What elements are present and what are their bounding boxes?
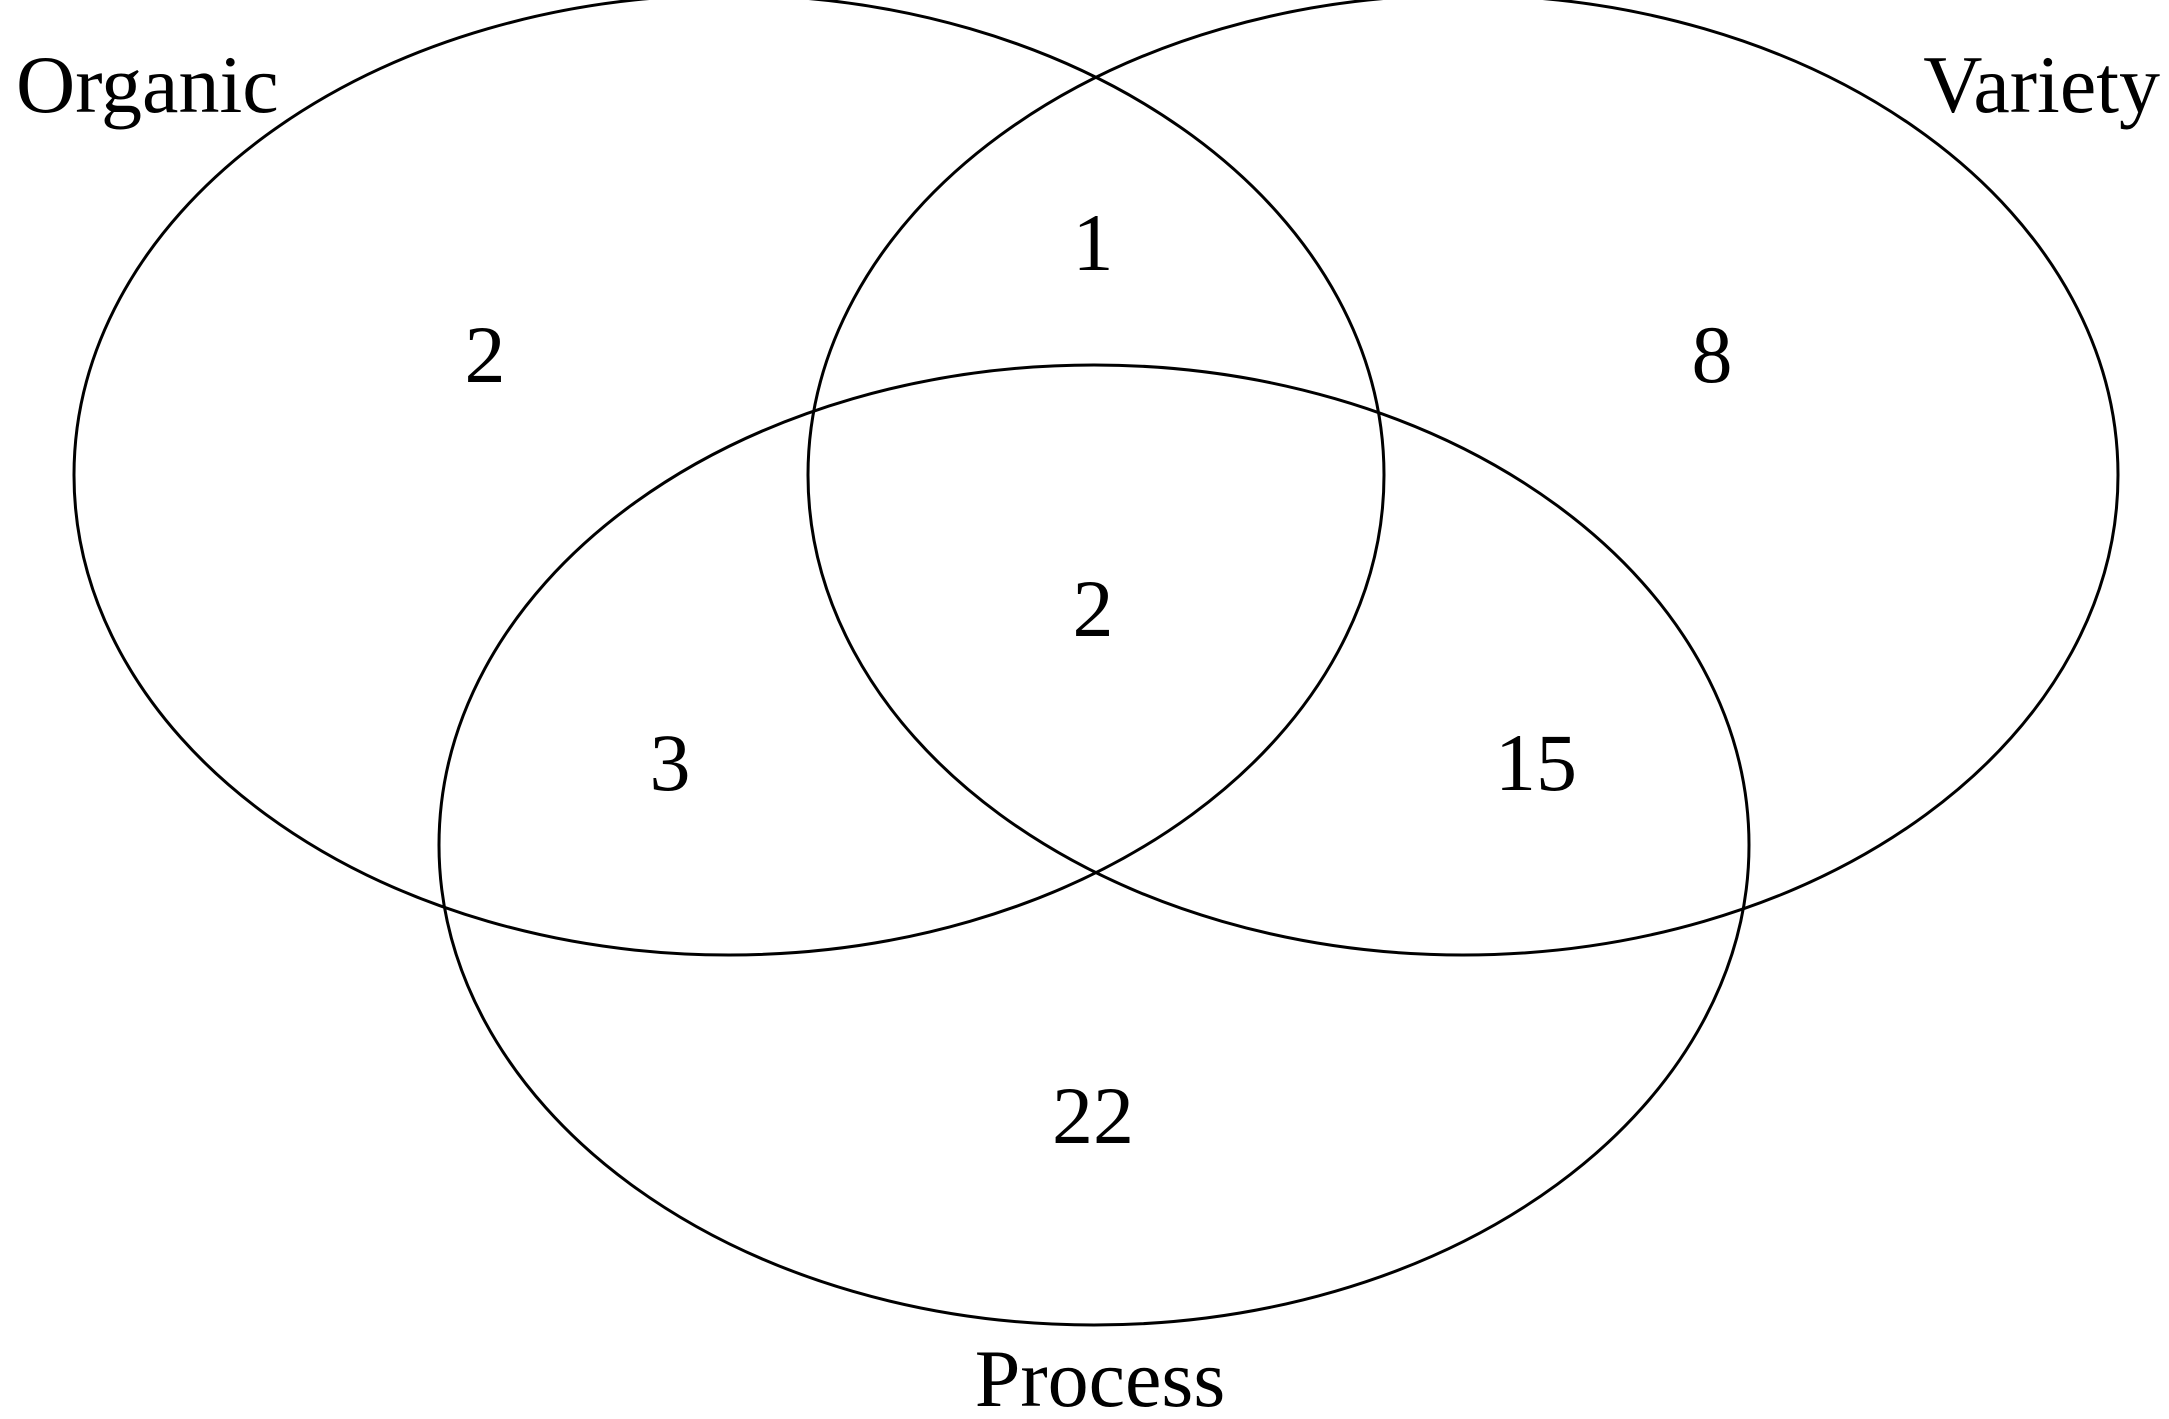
all-three-count: 2 [1073, 563, 1114, 654]
variety-process-count: 15 [1495, 717, 1577, 808]
variety-only-count: 8 [1692, 309, 1733, 400]
organic-set-outline [72, 0, 1386, 957]
process-set-label: Process [975, 1333, 1226, 1419]
variety-set-label: Variety [1923, 39, 2160, 130]
organic-set-label: Organic [16, 39, 279, 130]
organic-process-count: 3 [650, 717, 691, 808]
process-set-outline [437, 363, 1751, 1327]
organic-only-count: 2 [465, 309, 506, 400]
process-only-count: 22 [1052, 1070, 1134, 1161]
organic-variety-count: 1 [1073, 197, 1114, 288]
variety-set-outline [806, 0, 2120, 957]
